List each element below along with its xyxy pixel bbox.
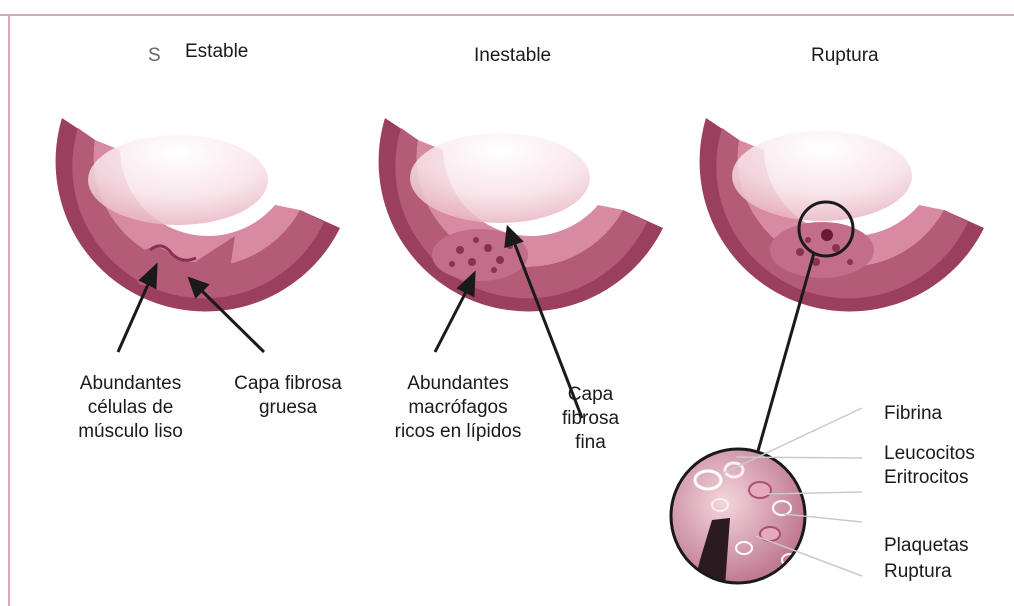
label-fibrin: Fibrina bbox=[884, 402, 942, 426]
vessel-rupture bbox=[700, 118, 984, 311]
title-rupture: Ruptura bbox=[811, 44, 879, 68]
label-thin-cap: Capa fibrosa fina bbox=[553, 383, 628, 455]
vessel-unstable bbox=[379, 118, 663, 311]
label-rupture: Ruptura bbox=[884, 560, 952, 584]
stable-marker: S bbox=[148, 44, 161, 68]
zoom-inset bbox=[671, 449, 805, 600]
label-thick-cap: Capa fibrosa gruesa bbox=[228, 372, 348, 420]
label-erythrocytes: Eritrocitos bbox=[884, 466, 968, 490]
title-unstable: Inestable bbox=[474, 44, 551, 68]
label-leukocytes: Leucocitos bbox=[884, 442, 975, 466]
title-stable: Estable bbox=[185, 40, 248, 64]
label-macrophages: Abundantes macrófagos ricos en lípidos bbox=[383, 372, 533, 444]
label-platelets: Plaquetas bbox=[884, 534, 969, 558]
label-smooth-muscle: Abundantes células de músculo liso bbox=[58, 372, 203, 444]
